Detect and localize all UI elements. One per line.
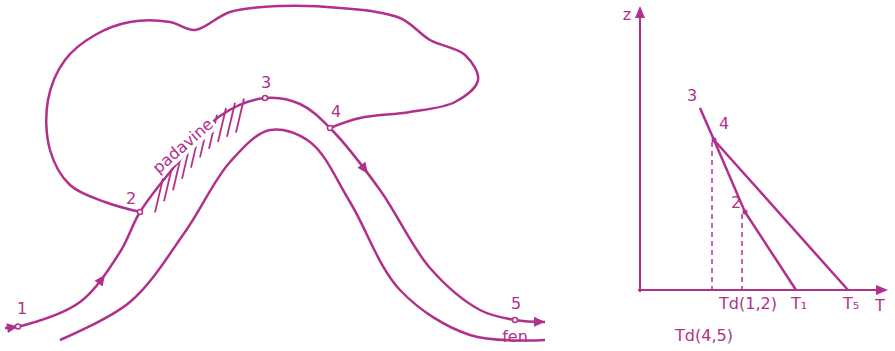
label-place: 3 xyxy=(685,87,699,105)
z-axis xyxy=(639,14,641,292)
dewpoint-label: Td(1,2) xyxy=(717,295,779,313)
moist-adiabat xyxy=(700,108,714,140)
axis-label: z xyxy=(621,6,633,24)
label-place: 4 xyxy=(717,115,731,133)
point-marker xyxy=(712,138,717,143)
point-marker xyxy=(262,96,267,101)
moist-adiabat xyxy=(714,140,745,212)
precipitation-hatch xyxy=(236,98,244,132)
temperature-label: T₁ xyxy=(789,295,809,313)
dewpoint-label: Td(4,5) xyxy=(673,327,735,345)
dewpoint-dash xyxy=(741,214,743,290)
wind-name: fen xyxy=(500,328,530,346)
point-number: 4 xyxy=(329,103,343,121)
label-place: T xyxy=(873,297,887,315)
flow-arrowhead xyxy=(95,275,105,287)
precipitation-label: padavine xyxy=(148,114,218,178)
label-place: Td(1,2) xyxy=(717,295,779,313)
label-place: 5 xyxy=(509,295,523,313)
t-axis xyxy=(638,289,880,291)
axis-label: T xyxy=(873,297,887,315)
label-place: padavine xyxy=(148,114,218,178)
label-place: 4 xyxy=(329,103,343,121)
label-place: 2 xyxy=(729,194,743,212)
flow-arrowhead xyxy=(357,162,368,174)
label-place: fen xyxy=(500,328,530,346)
label-place: T₅ xyxy=(841,295,861,313)
precipitation-hatch xyxy=(218,108,226,142)
point-number: 2 xyxy=(729,194,743,212)
dry-adiabat xyxy=(714,140,848,290)
label-place: Td(4,5) xyxy=(673,327,735,345)
label-place: T₁ xyxy=(789,295,809,313)
flow-arrowhead xyxy=(534,317,545,327)
label-place: 3 xyxy=(259,74,273,92)
point-marker xyxy=(512,318,517,323)
label-place: z xyxy=(621,6,633,24)
point-number: 5 xyxy=(509,295,523,313)
point-number: 2 xyxy=(124,190,138,208)
point-marker xyxy=(743,210,748,215)
precipitation-hatch xyxy=(155,178,163,212)
point-number: 4 xyxy=(717,115,731,133)
precipitation-hatch xyxy=(227,103,235,137)
point-number: 3 xyxy=(259,74,273,92)
point-marker xyxy=(327,125,332,130)
axis-arrowhead xyxy=(876,285,888,295)
cloud-outline xyxy=(46,6,478,212)
point-number: 1 xyxy=(15,300,29,318)
point-marker xyxy=(15,324,20,329)
label-place: 2 xyxy=(124,190,138,208)
label-place: 1 xyxy=(15,300,29,318)
temperature-label: T₅ xyxy=(841,295,861,313)
axis-arrowhead xyxy=(635,6,645,18)
air-flow-line xyxy=(5,98,545,328)
mountain-outline xyxy=(60,129,545,340)
dewpoint-dash xyxy=(711,142,713,290)
point-number: 3 xyxy=(685,87,699,105)
point-marker xyxy=(137,210,142,215)
